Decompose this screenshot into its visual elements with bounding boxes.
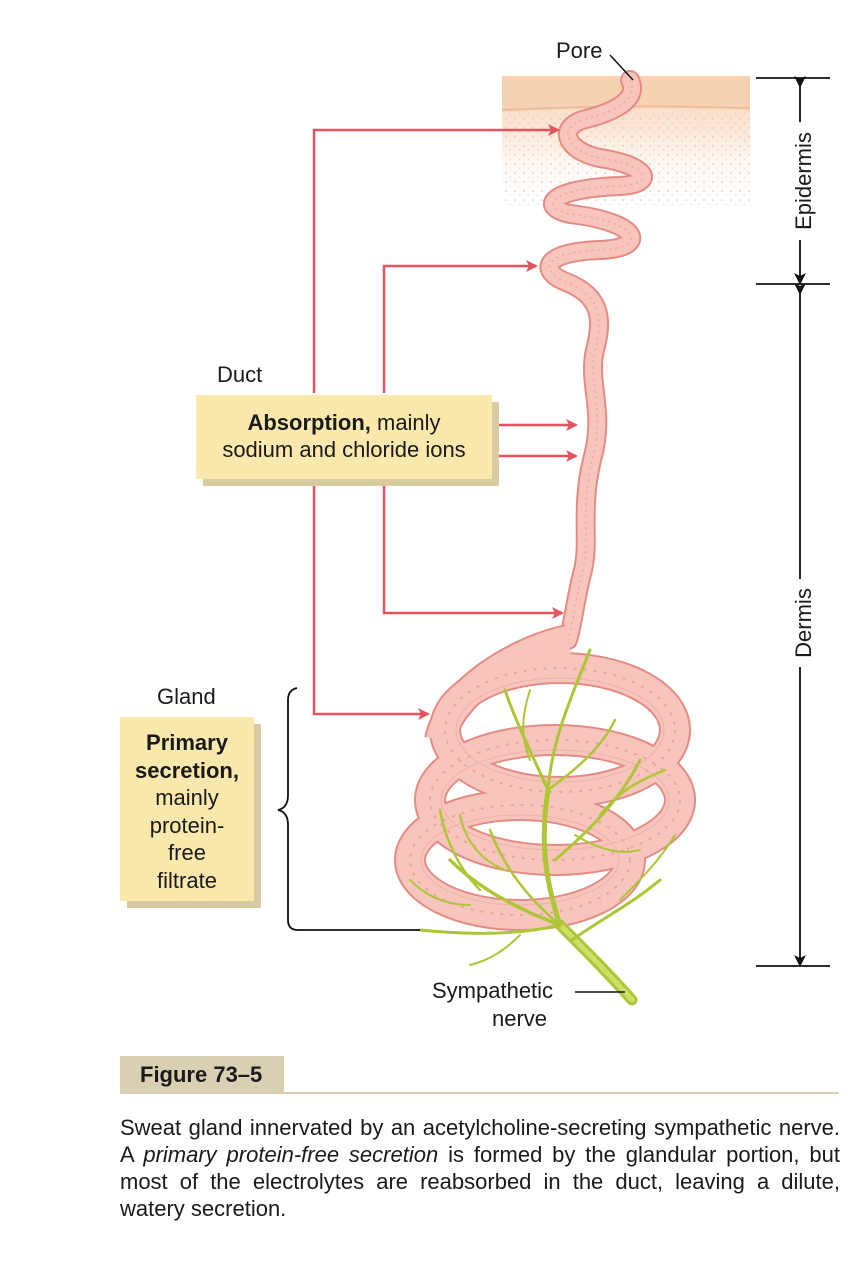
- secretion-bold-2: secretion,: [135, 757, 239, 783]
- figure-title: Figure 73–5: [140, 1062, 263, 1087]
- pore-label: Pore: [556, 38, 603, 63]
- primary-secretion-box: Primary secretion, mainly protein- free …: [120, 717, 254, 901]
- caption-part-a: Sweat gland innervated by an acetylcholi…: [120, 1115, 840, 1167]
- gland-label: Gland: [157, 684, 216, 709]
- gland-bracket: [277, 687, 420, 931]
- sweat-duct: [539, 70, 653, 650]
- secretion-line6: filtrate: [157, 867, 217, 893]
- dermis-label: Dermis: [791, 579, 817, 667]
- secretion-line3: mainly: [155, 785, 219, 810]
- figure-rule: [284, 1092, 839, 1094]
- absorption-bold: Absorption,: [247, 410, 371, 435]
- caption-emphasis: primary protein-free secretion: [143, 1142, 439, 1167]
- nerve-label-line2: nerve: [492, 1006, 548, 1031]
- secretion-line5: free: [168, 840, 206, 865]
- figure-tab: Figure 73–5: [120, 1056, 284, 1094]
- secretion-line4: protein-: [149, 812, 225, 838]
- caption-part-b: is formed by the glandular portion, but …: [120, 1142, 840, 1221]
- absorption-line2: sodium and chloride ions: [222, 437, 466, 462]
- absorption-arrows: [312, 124, 578, 720]
- absorption-box: Absorption, mainly sodium and chloride i…: [196, 395, 492, 479]
- secretion-bold-1: Primary: [146, 730, 228, 755]
- absorption-rest: mainly: [370, 410, 441, 435]
- nerve-label-line1: Sympathetic: [432, 978, 554, 1003]
- epidermis-label: Epidermis: [791, 122, 817, 240]
- duct-label: Duct: [217, 362, 263, 387]
- figure-caption: Sweat gland innervated by an acetylcholi…: [120, 1114, 840, 1222]
- pore-leader: [609, 54, 634, 81]
- gland-coil: [394, 624, 696, 931]
